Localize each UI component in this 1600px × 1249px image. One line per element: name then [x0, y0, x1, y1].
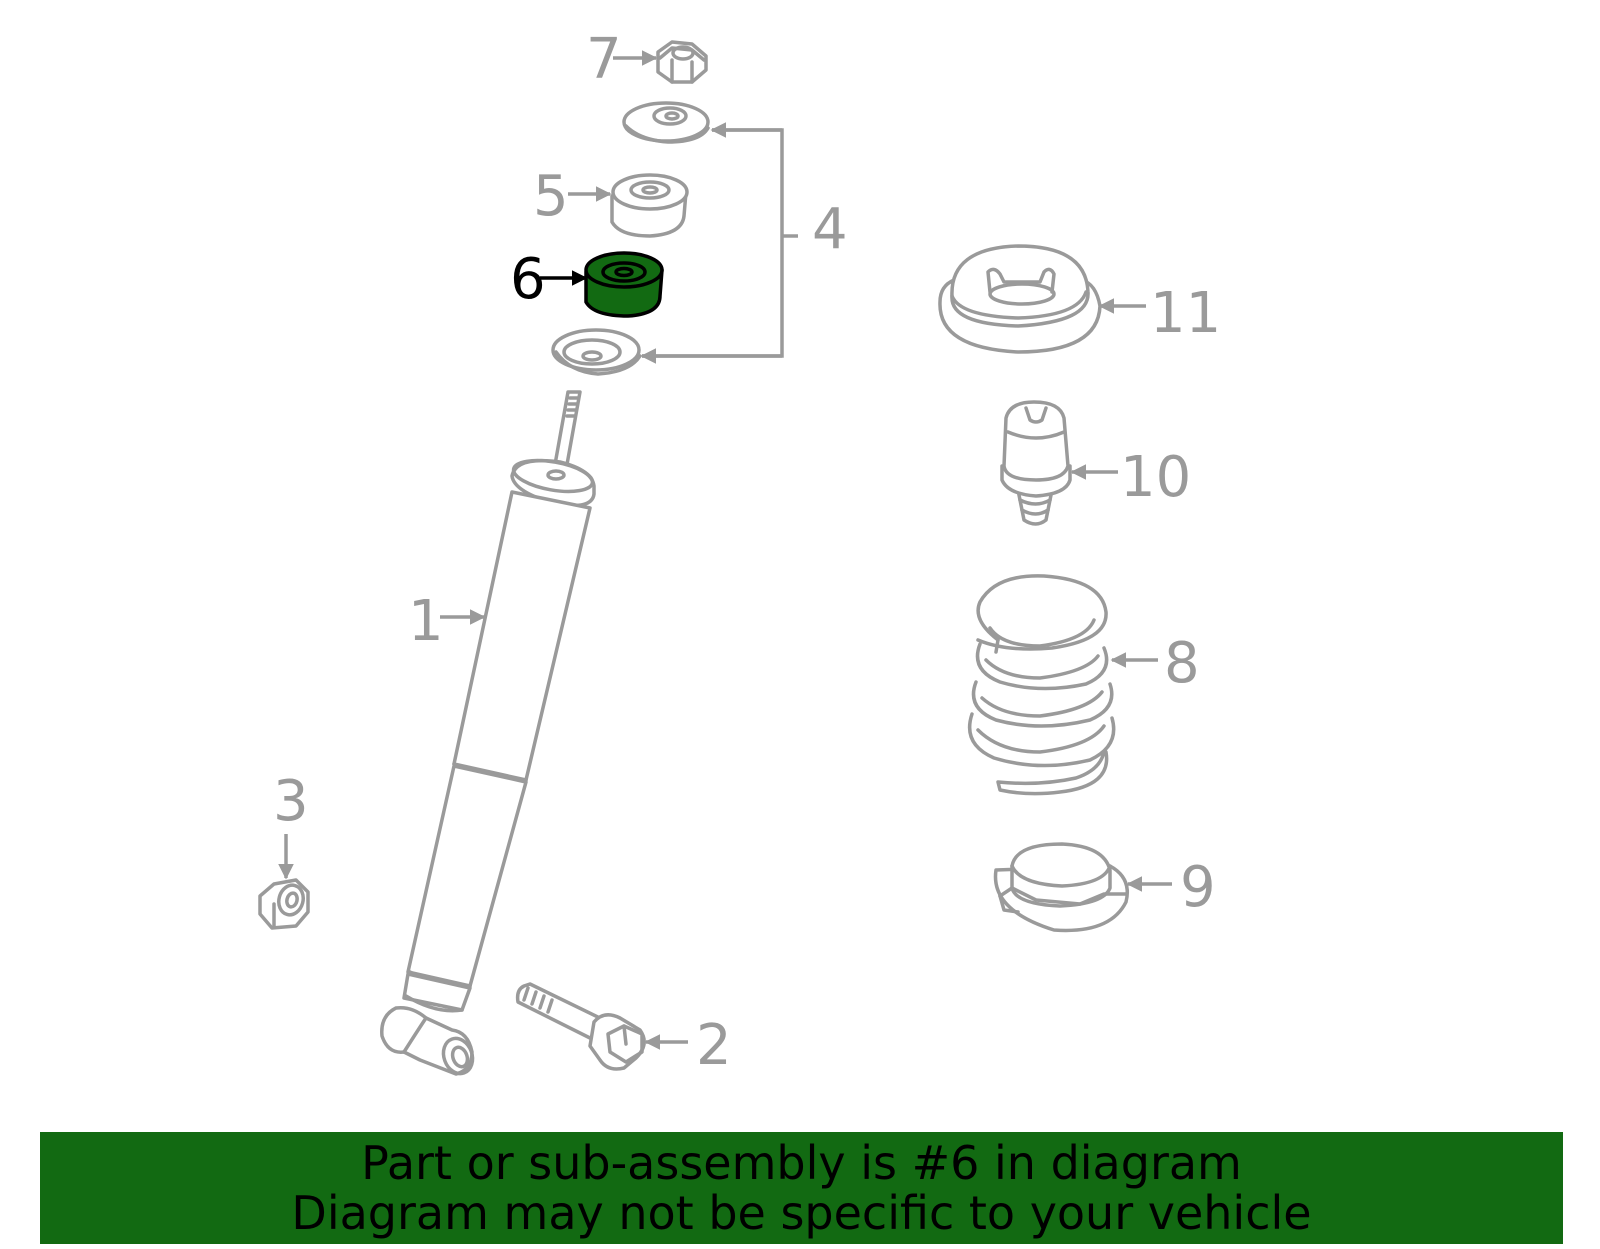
callout-6[interactable]: 6: [510, 247, 546, 312]
banner-line-1: Part or sub-assembly is #6 in diagram: [361, 1136, 1242, 1190]
part-6-lower-insulator[interactable]: [584, 251, 664, 318]
part-1-shock-absorber[interactable]: [380, 390, 596, 1078]
info-banner: Part or sub-assembly is #6 in diagram Di…: [40, 1132, 1563, 1244]
callout-3[interactable]: 3: [273, 769, 309, 834]
callout-7[interactable]: 7: [586, 27, 622, 92]
part-4-upper-washer[interactable]: [622, 101, 710, 144]
parts-diagram: 7 5 6 4: [258, 27, 1221, 1078]
callout-2[interactable]: 2: [696, 1013, 732, 1078]
callout-11[interactable]: 11: [1150, 281, 1221, 346]
callout-10[interactable]: 10: [1120, 445, 1191, 510]
callout-4[interactable]: 4: [812, 197, 848, 262]
callout-5[interactable]: 5: [533, 164, 569, 229]
part-9-lower-spring-seat[interactable]: [993, 842, 1129, 933]
callout-9[interactable]: 9: [1180, 855, 1216, 920]
part-11-spring-seat[interactable]: [938, 244, 1102, 354]
part-7-nut[interactable]: [656, 40, 708, 84]
part-4-lower-washer[interactable]: [551, 328, 642, 376]
part-8-coil-spring[interactable]: [967, 574, 1116, 796]
part-10-bump-stop[interactable]: [1000, 400, 1072, 526]
banner-line-2: Diagram may not be specific to your vehi…: [291, 1186, 1312, 1240]
leader-4-bracket: [642, 128, 784, 358]
part-5-upper-insulator[interactable]: [610, 173, 689, 238]
callout-1[interactable]: 1: [408, 589, 444, 654]
callout-8[interactable]: 8: [1164, 631, 1200, 696]
part-2-bolt[interactable]: [515, 982, 646, 1071]
part-3-lower-nut[interactable]: [258, 878, 310, 930]
